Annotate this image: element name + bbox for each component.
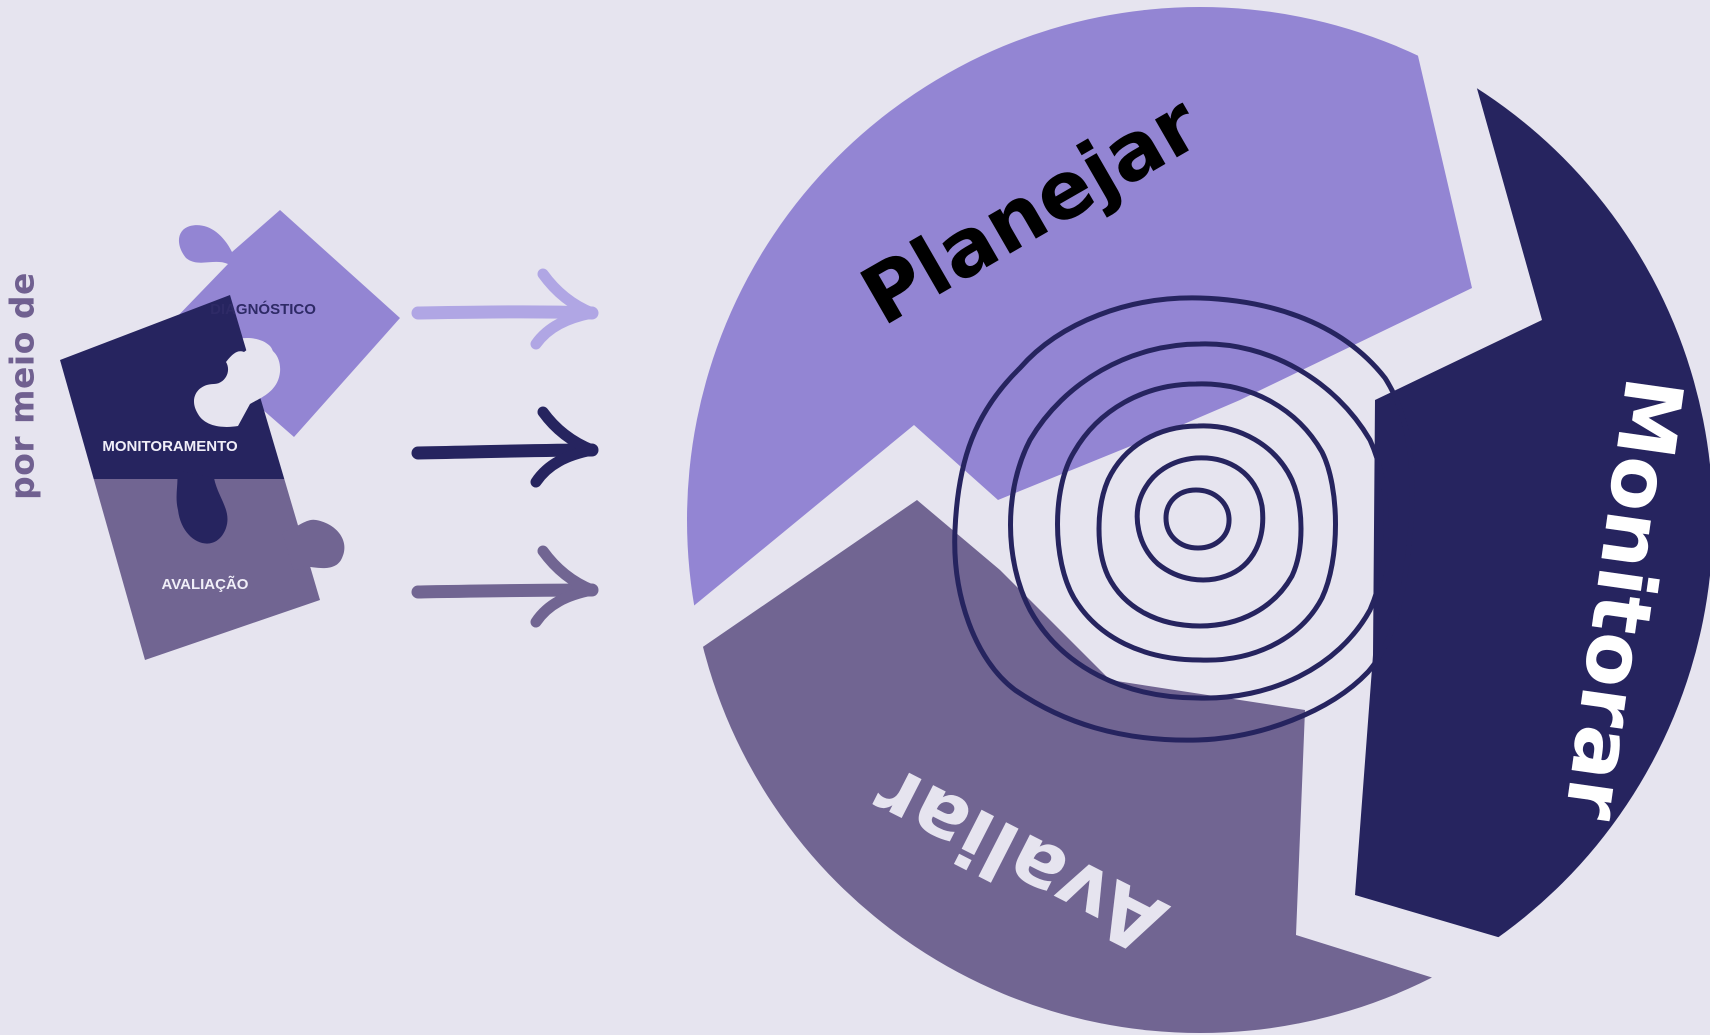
puzzle-label-monitoramento: MONITORAMENTO <box>102 438 238 455</box>
puzzle: DIAGNÓSTICO MONITORAMENTO AVALIAÇÃO <box>0 210 400 699</box>
target-ring-5 <box>1137 458 1263 580</box>
segment-planejar <box>640 0 1472 650</box>
arrow-avaliacao <box>418 551 592 622</box>
arrow-diagnostico <box>418 274 592 344</box>
puzzle-label-avaliacao: AVALIAÇÃO <box>162 575 249 593</box>
arrows <box>418 274 592 622</box>
arrow-monitoramento <box>418 412 592 482</box>
target-ring-inner <box>1166 490 1229 548</box>
segment-avaliar <box>640 500 1440 1035</box>
puzzle-label-diagnostico: DIAGNÓSTICO <box>210 300 316 318</box>
